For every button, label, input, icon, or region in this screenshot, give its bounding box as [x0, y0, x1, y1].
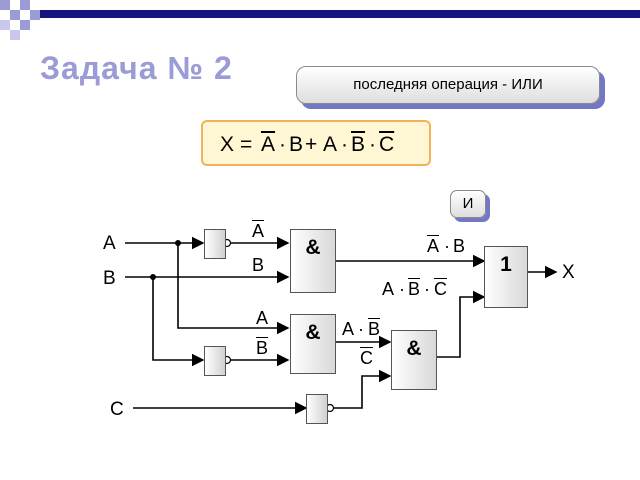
label-and2-out-b-bar: B: [368, 319, 381, 339]
formula-box: X = A · B + A · B · C: [201, 120, 431, 166]
label-and1-in-b: B: [252, 255, 265, 275]
label-or-in-b-bar: B: [408, 279, 421, 299]
formula-b: B: [289, 133, 304, 156]
and-gate-3: &: [391, 330, 437, 390]
label-and2-out-dot: ·: [358, 319, 364, 339]
output-x-label: X: [562, 262, 575, 283]
and-gate-1-label: &: [305, 236, 321, 259]
callout-last-operation: последняя операция - ИЛИ: [296, 66, 600, 104]
formula-c-bar: C: [379, 133, 395, 156]
callout-and: И: [450, 190, 486, 218]
label-and1-in-a-bar: A: [252, 221, 265, 241]
label-or-in-dot-2: ·: [424, 279, 430, 299]
formula-plus: +: [305, 133, 318, 156]
and-gate-3-label: &: [406, 337, 422, 360]
inverter-b: [204, 346, 226, 376]
formula-dot-2: ·: [341, 133, 348, 156]
formula-dot: ·: [279, 133, 286, 156]
input-c-label: C: [110, 399, 124, 420]
page-title: Задача № 2: [40, 50, 233, 86]
label-and2-in-b-bar: B: [256, 338, 269, 358]
formula-a: A: [323, 133, 338, 156]
decor-squares: [0, 0, 640, 40]
formula-dot-3: ·: [369, 133, 376, 156]
or-gate: 1: [484, 246, 528, 308]
input-b-label: B: [103, 268, 116, 289]
inverter-a: [204, 229, 226, 259]
formula-equals: =: [240, 133, 253, 156]
and-gate-2: &: [290, 314, 336, 374]
label-and2-in-a: A: [256, 308, 269, 328]
label-or-in-dot-1: ·: [399, 279, 405, 299]
and-gate-1: &: [290, 229, 336, 293]
label-and1-out-a-bar: A: [427, 236, 440, 256]
label-or-in-c-bar: C: [434, 279, 447, 299]
label-and1-out-dot: ·: [444, 236, 450, 256]
inverter-c: [306, 394, 328, 424]
label-or-in-a: A: [382, 279, 395, 299]
formula-x: X: [220, 133, 235, 156]
formula-b-bar: B: [351, 133, 366, 156]
label-and1-out-b: B: [453, 236, 466, 256]
formula-a-bar: A: [261, 133, 276, 156]
or-gate-label: 1: [500, 253, 512, 276]
label-and2-out-a: A: [342, 319, 355, 339]
input-a-label: A: [103, 233, 116, 254]
label-and3-in-c-bar: C: [360, 348, 373, 368]
and-gate-2-label: &: [305, 321, 321, 344]
